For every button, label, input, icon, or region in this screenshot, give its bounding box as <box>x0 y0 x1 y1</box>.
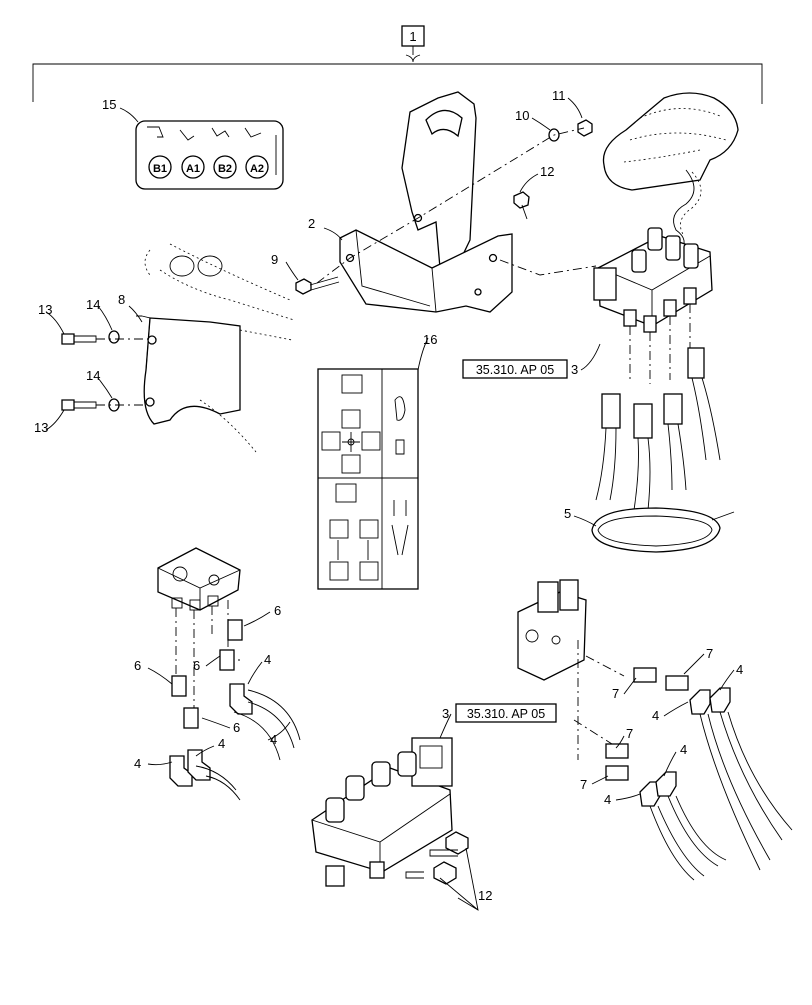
decal-code-a1: A1 <box>186 163 200 175</box>
callout-16: 16 <box>423 332 437 347</box>
callout-7-a: 7 <box>706 646 713 661</box>
callout-7-c: 7 <box>626 726 633 741</box>
callout-5: 5 <box>564 506 571 521</box>
callout-2: 2 <box>308 216 315 231</box>
hose-ends-top <box>595 347 721 511</box>
valve-block-right <box>517 579 625 760</box>
callout-4-b: 4 <box>270 732 277 747</box>
reference-num-top: 3 <box>571 362 578 377</box>
tie-strap-part <box>591 507 735 553</box>
item-1-label: 1 <box>409 29 416 44</box>
reference-link-bottom[interactable]: 35.310. AP 05 3 <box>439 703 557 739</box>
callout-9: 9 <box>271 252 278 267</box>
reference-num-bottom: 3 <box>442 706 449 721</box>
callout-labels: 15 2 8 9 10 11 12 13 13 14 14 5 16 6 6 6… <box>34 88 743 903</box>
callout-6-a: 6 <box>274 603 281 618</box>
callout-7-b: 7 <box>612 686 619 701</box>
callout-4-d: 4 <box>134 756 141 771</box>
mounting-bracket-part <box>339 91 513 313</box>
callout-10: 10 <box>515 108 529 123</box>
leader-lines <box>45 97 735 911</box>
fittings-left <box>169 619 301 801</box>
decal-16 <box>317 368 419 590</box>
callout-14-bottom: 14 <box>86 368 100 383</box>
callout-13-top: 13 <box>38 302 52 317</box>
callout-4-g: 4 <box>680 742 687 757</box>
callout-4-c: 4 <box>218 736 225 751</box>
callout-4-a: 4 <box>264 652 271 667</box>
assembly-bracket: 1 <box>32 25 763 104</box>
callout-4-h: 4 <box>604 792 611 807</box>
callout-11: 11 <box>552 88 566 103</box>
callout-7-d: 7 <box>580 777 587 792</box>
callout-12-bottom: 12 <box>478 888 492 903</box>
decal-code-b1: B1 <box>153 163 167 175</box>
callout-6-d: 6 <box>233 720 240 735</box>
reference-text-top[interactable]: 35.310. AP 05 <box>476 363 554 377</box>
valve-block-left <box>157 547 241 712</box>
fastener-parts <box>295 119 597 295</box>
callout-6-b: 6 <box>134 658 141 673</box>
callout-4-f: 4 <box>652 708 659 723</box>
reference-text-bottom[interactable]: 35.310. AP 05 <box>467 707 545 721</box>
decal-15: B1 A1 B2 A2 <box>135 120 284 190</box>
fittings-right <box>605 667 793 881</box>
decal-code-b2: B2 <box>218 163 232 175</box>
joystick-part <box>602 92 739 253</box>
decal-code-a2: A2 <box>250 163 264 175</box>
callout-13-bottom: 13 <box>34 420 48 435</box>
reference-link-top[interactable]: 35.310. AP 05 3 <box>462 343 601 379</box>
callout-14-top: 14 <box>86 297 100 312</box>
valve-assembly-top <box>593 227 713 384</box>
callout-12-top: 12 <box>540 164 554 179</box>
callout-15: 15 <box>102 97 116 112</box>
callout-6-c: 6 <box>193 658 200 673</box>
shield-plate-part <box>136 243 295 453</box>
callout-4-e: 4 <box>736 662 743 677</box>
valve-assembly-bottom <box>311 737 469 887</box>
callout-8: 8 <box>118 292 125 307</box>
shield-fasteners <box>61 330 150 412</box>
